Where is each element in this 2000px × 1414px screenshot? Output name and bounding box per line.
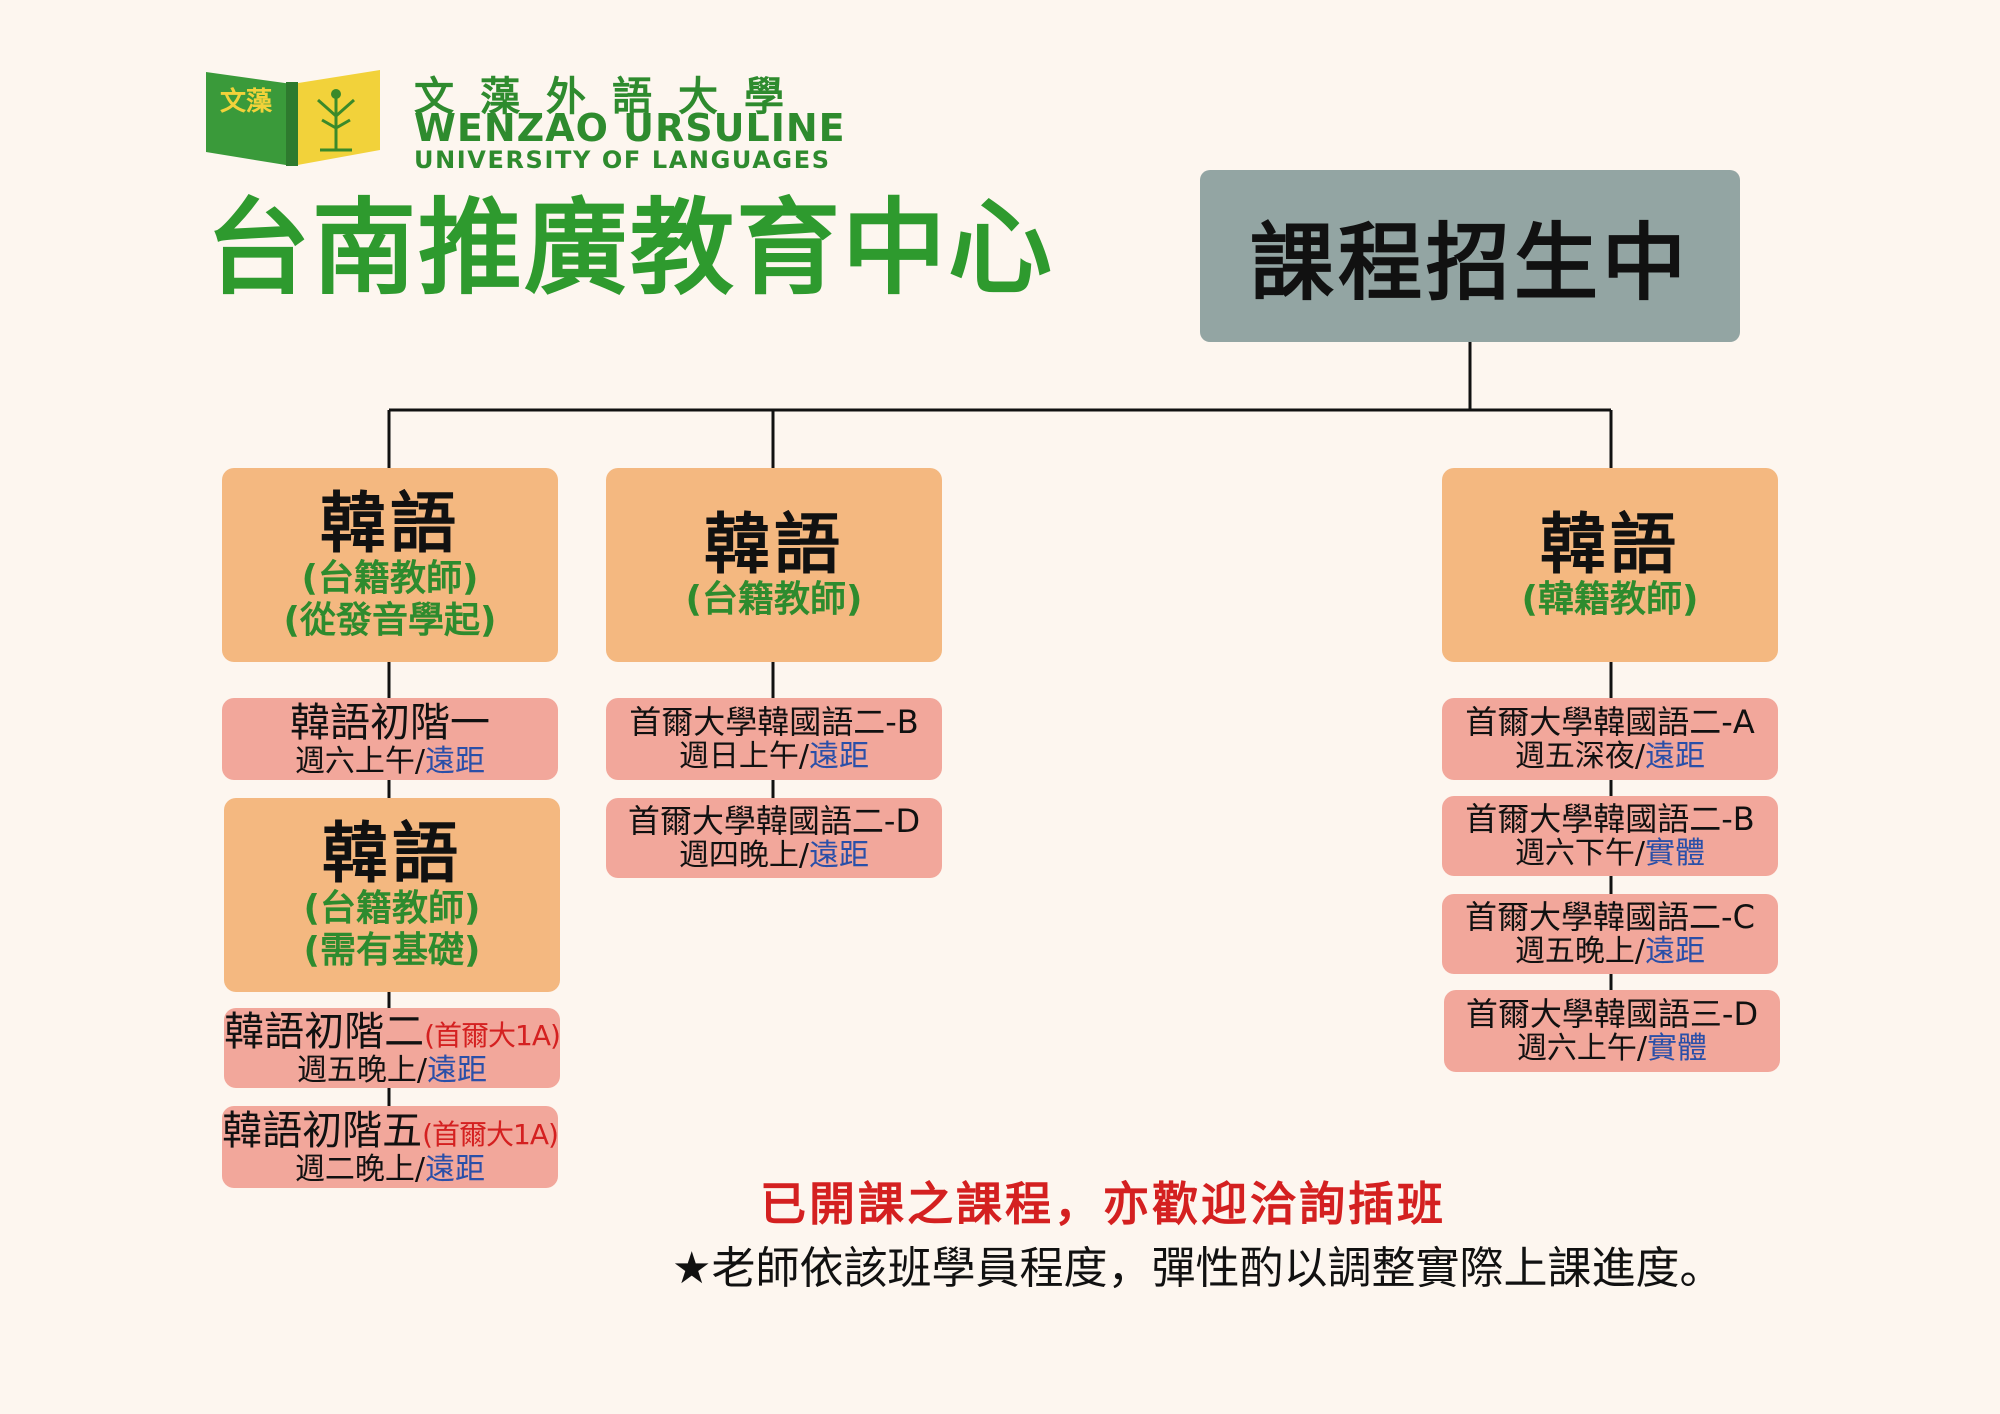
course-schedule: 週五晚上/遠距 (1514, 934, 1706, 970)
course-name: 首爾大學韓國語二-A (1465, 702, 1755, 741)
logo-book-text-1: 文藻 (220, 86, 273, 117)
course-name: 韓語初階二 (224, 1008, 425, 1055)
course-mode: 遠距 (809, 838, 870, 874)
category-title: 韓語 (320, 484, 460, 562)
course-schedule: 週二晚上/遠距 (294, 1151, 486, 1187)
course-mode: 遠距 (425, 1151, 486, 1187)
course-schedule: 週日上午/遠距 (678, 739, 870, 775)
course-schedule: 週六上午/遠距 (294, 743, 486, 779)
course-box[interactable]: 首爾大學韓國語二-C 週五晚上/遠距 (1442, 894, 1778, 974)
course-schedule: 週五晚上/遠距 (296, 1052, 488, 1088)
logo-english-name: WENZAO URSULINE (414, 106, 846, 150)
course-name: 首爾大學韓國語二-D (627, 801, 921, 840)
course-box[interactable]: 首爾大學韓國語二-A 週五深夜/遠距 (1442, 698, 1778, 780)
logo-english-subname: UNIVERSITY OF LANGUAGES (414, 146, 831, 174)
course-mode: 遠距 (427, 1052, 488, 1088)
course-name: 首爾大學韓國語二-B (1465, 799, 1755, 838)
category-subtitle: (從發音學起) (283, 599, 497, 641)
course-mode: 實體 (1645, 836, 1706, 872)
logo-chinese-name: 文藻外語大學 (414, 73, 810, 120)
course-mode: 遠距 (425, 743, 486, 779)
course-schedule: 週六下午/實體 (1514, 836, 1706, 872)
course-schedule: 週四晚上/遠距 (678, 838, 870, 874)
category-subtitle: (韓籍教師) (1521, 578, 1699, 620)
category-title: 韓語 (1540, 505, 1680, 583)
category-box-korean-korean-teacher: 韓語 (韓籍教師) (1442, 468, 1778, 662)
course-name: 首爾大學韓國語二-B (629, 702, 919, 741)
course-box[interactable]: 首爾大學韓國語二-D 週四晚上/遠距 (606, 798, 942, 878)
course-mode: 實體 (1647, 1031, 1708, 1067)
course-name: 首爾大學韓國語二-C (1465, 897, 1755, 936)
university-logo: 文藻 (206, 70, 380, 166)
course-box[interactable]: 韓語初階五(首爾大1A) 週二晚上/遠距 (222, 1106, 559, 1188)
category-box-korean-taiwanese-teacher: 韓語 (台籍教師) (606, 468, 942, 662)
category-subtitle: (台籍教師) (301, 558, 479, 600)
course-box[interactable]: 首爾大學韓國語二-B 週六下午/實體 (1442, 796, 1778, 876)
category-subtitle: (台籍教師) (685, 578, 863, 620)
enrollment-root-box: 課程招生中 (1200, 170, 1740, 342)
course-name: 首爾大學韓國語三-D (1465, 994, 1759, 1033)
category-subtitle: (需有基礎) (303, 929, 481, 971)
course-name: 韓語初階五 (222, 1107, 423, 1154)
course-box[interactable]: 韓語初階二(首爾大1A) 週五晚上/遠距 (224, 1008, 561, 1088)
category-box-korean-pronunciation: 韓語 (台籍教師) (從發音學起) (222, 468, 558, 662)
transfer-notice: 已開課之課程，亦歡迎洽詢插班 (760, 1177, 1446, 1231)
course-name: 韓語初階一 (290, 699, 490, 746)
course-schedule: 週五深夜/遠距 (1514, 739, 1706, 775)
course-box[interactable]: 首爾大學韓國語三-D 週六上午/實體 (1444, 990, 1780, 1072)
course-tag: (首爾大1A) (424, 1018, 561, 1052)
course-name-line: 韓語初階五(首爾大1A) (222, 1107, 559, 1154)
course-box[interactable]: 韓語初階一 週六上午/遠距 (222, 698, 558, 780)
center-title: 台南推廣教育中心 (206, 187, 1055, 309)
course-box[interactable]: 首爾大學韓國語二-B 週日上午/遠距 (606, 698, 942, 780)
category-title: 韓語 (322, 814, 462, 892)
category-title: 韓語 (704, 505, 844, 583)
course-mode: 遠距 (1645, 739, 1706, 775)
course-name-line: 韓語初階二(首爾大1A) (224, 1008, 561, 1055)
category-subtitle: (台籍教師) (303, 888, 481, 930)
course-tag: (首爾大1A) (422, 1117, 559, 1151)
root-label: 課程招生中 (1249, 213, 1690, 312)
course-mode: 遠距 (1645, 934, 1706, 970)
progress-note: ★老師依該班學員程度，彈性酌以調整實際上課進度。 (672, 1243, 1724, 1294)
course-mode: 遠距 (809, 739, 870, 775)
course-schedule: 週六上午/實體 (1516, 1031, 1708, 1067)
category-box-korean-basic: 韓語 (台籍教師) (需有基礎) (224, 798, 560, 992)
